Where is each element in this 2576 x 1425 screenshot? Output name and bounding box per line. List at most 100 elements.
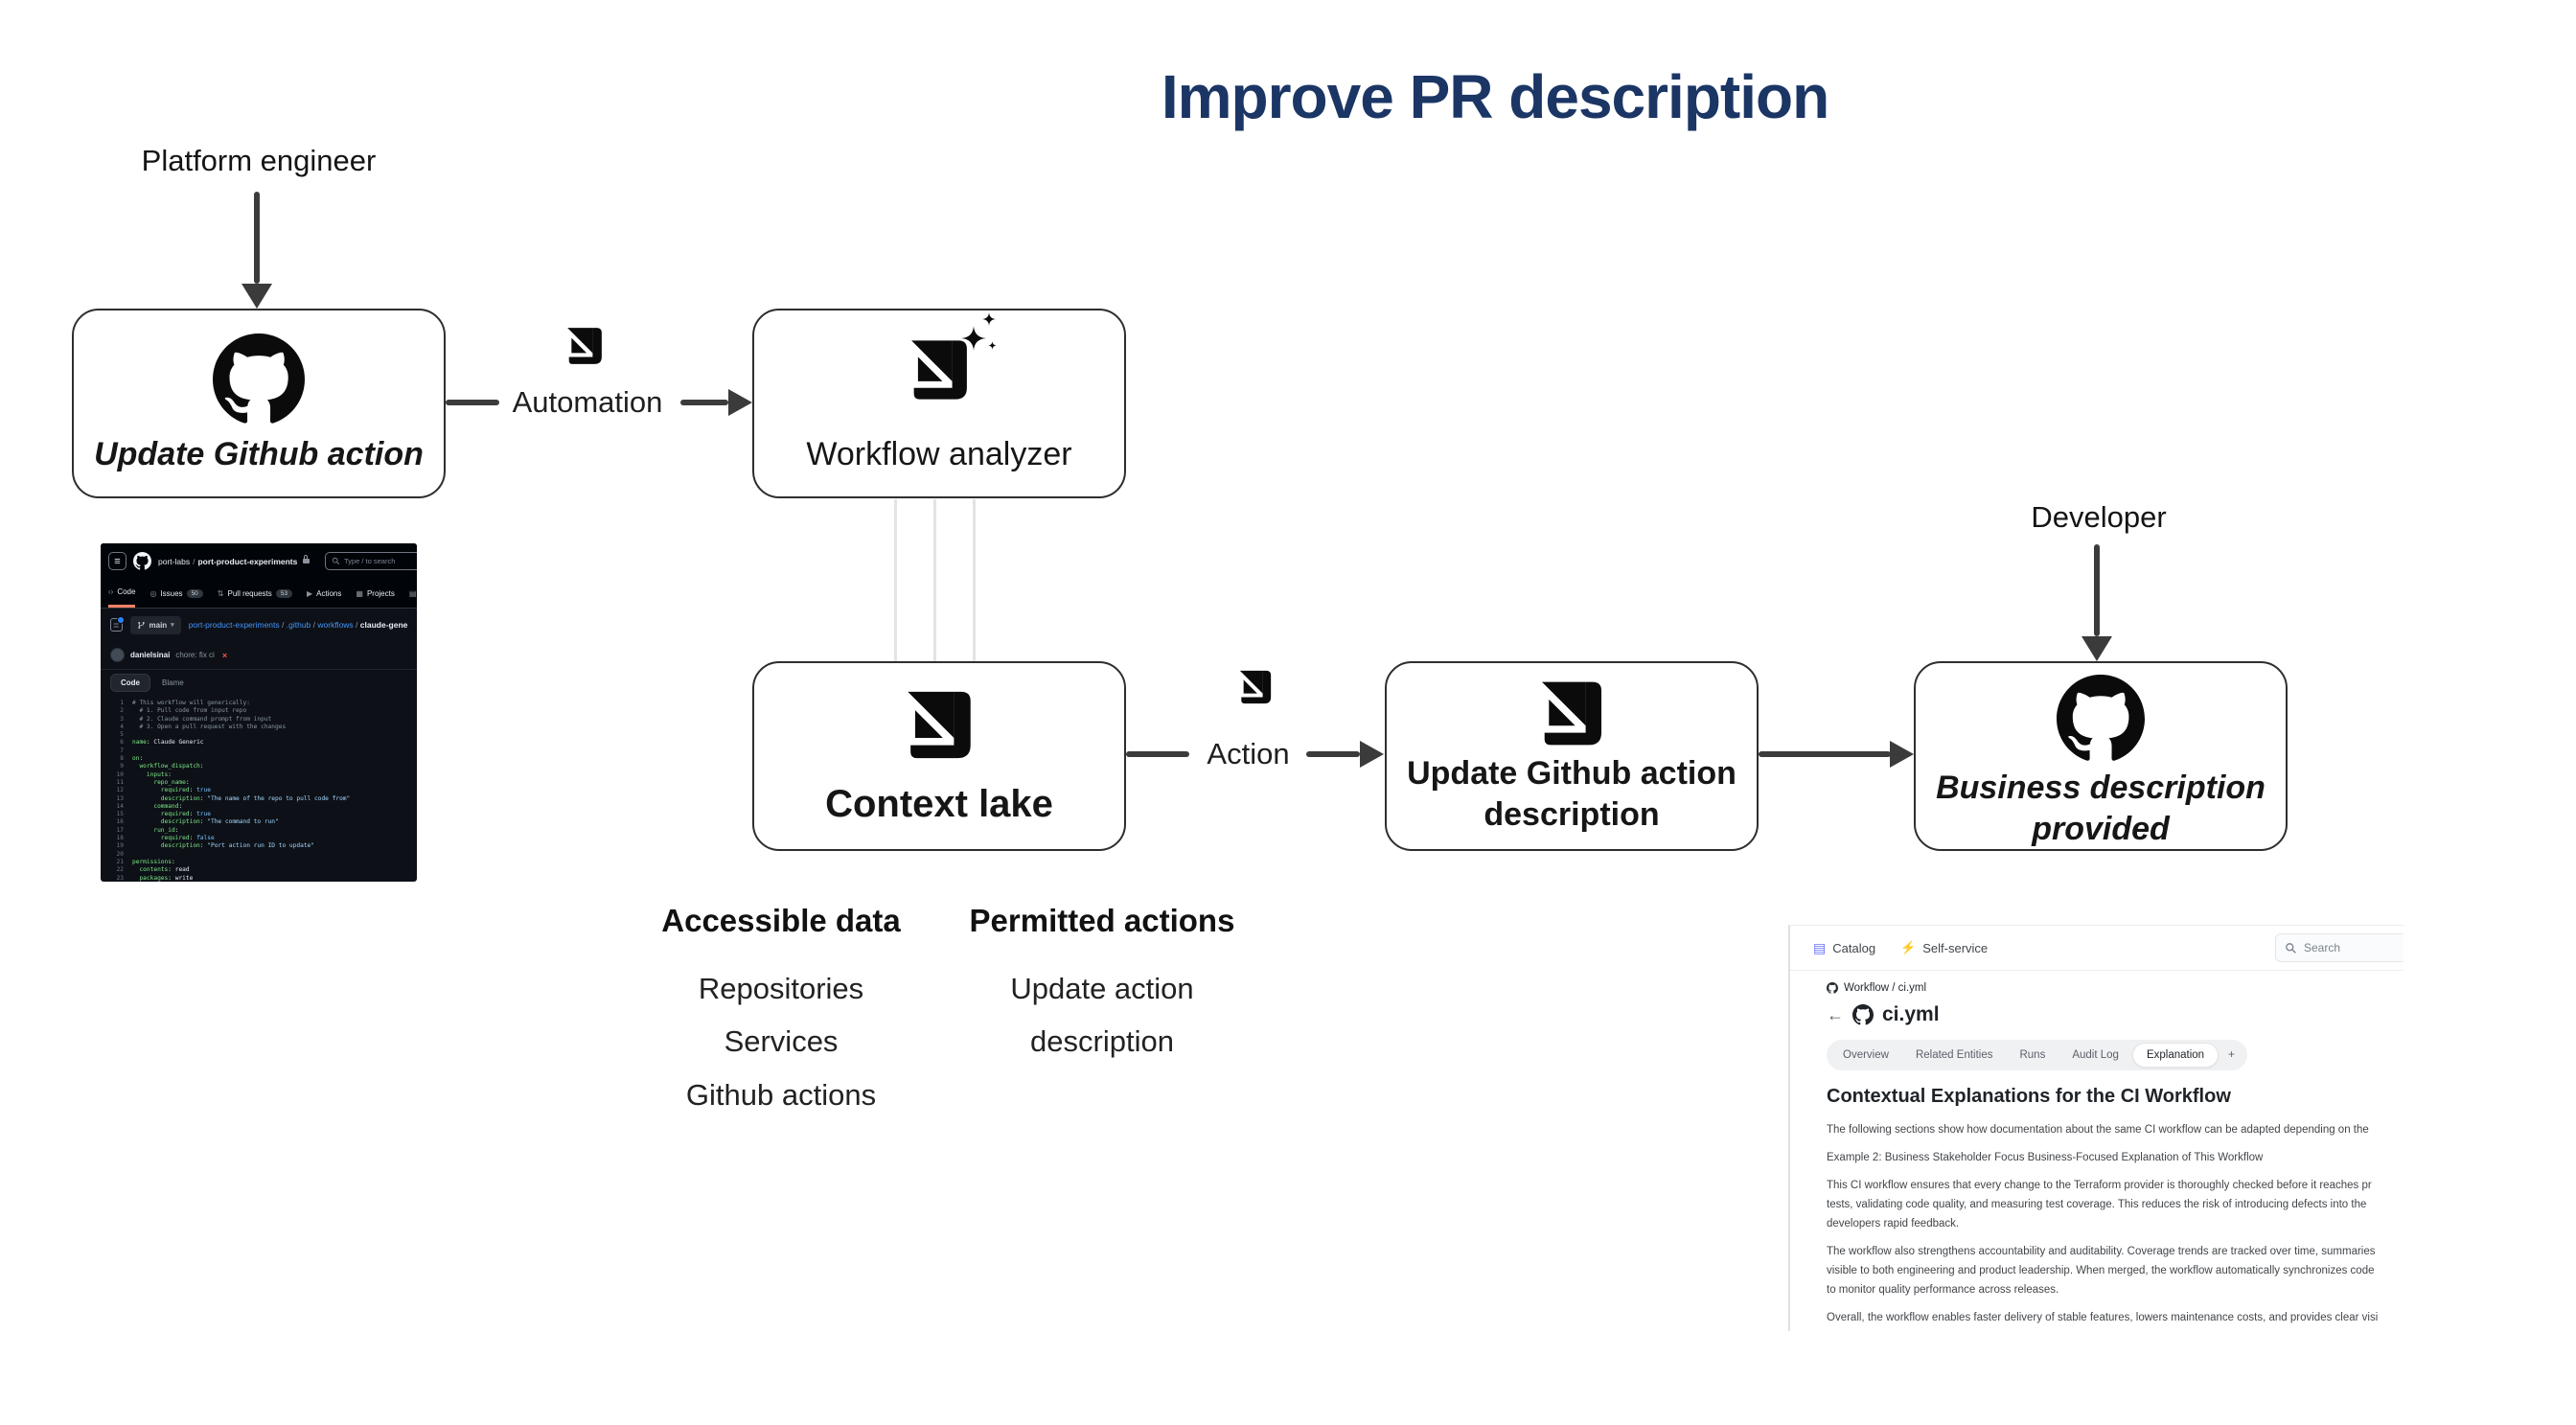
hamburger-menu-icon[interactable]: ≡ <box>108 552 126 570</box>
search-placeholder: Search <box>2304 941 2341 954</box>
code-line: 22 contents: read <box>101 866 417 874</box>
file-view-tab-blame[interactable]: Blame <box>162 678 184 687</box>
line-number: 21 <box>116 858 124 865</box>
entity-tabs: Overview Related Entities Runs Audit Log Exp… <box>1827 1040 2247 1070</box>
code-line: 9 workflow_dispatch: <box>101 763 417 770</box>
path-separator: / <box>310 620 318 630</box>
path-segment-link[interactable]: workflows <box>317 620 354 630</box>
repo-link[interactable]: port-product-experiments <box>197 556 298 566</box>
repo-tab-wiki[interactable]: ▤Wiki <box>409 579 417 608</box>
repo-tab-label: Pull requests <box>227 588 272 598</box>
column-heading: Accessible data <box>661 903 901 938</box>
line-number: 8 <box>120 755 124 763</box>
node-context-lake: Context lake <box>752 661 1126 851</box>
code-line: 13 description: "The name of the repo to… <box>101 795 417 803</box>
entity-breadcrumb-text: Workflow / ci.yml <box>1844 982 1927 994</box>
repo-tab-projects[interactable]: ▦Projects <box>356 579 394 608</box>
paragraph: This CI workflow ensures that every chan… <box>1827 1176 2404 1233</box>
repo-tab-actions[interactable]: ▶Actions <box>307 579 341 608</box>
line-number: 3 <box>120 715 124 723</box>
line-number: 12 <box>116 787 124 794</box>
arrow-platform-engineer-shaft <box>254 192 260 284</box>
port-logo-icon <box>1235 669 1276 710</box>
path-separator: / <box>353 620 360 630</box>
analyzer-lake-connector-1 <box>894 499 897 661</box>
line-number: 23 <box>116 874 124 882</box>
entity-title-row: ← ci.yml <box>1827 1003 2404 1026</box>
add-tab-button[interactable]: + <box>2228 1049 2235 1061</box>
entity-tab-related-entities[interactable]: Related Entities <box>1915 1049 1993 1061</box>
code-line-text: description: "Port action run ID to upda… <box>132 842 314 850</box>
code-line: 14 command: <box>101 803 417 811</box>
path-segment-link[interactable]: .github <box>286 620 311 630</box>
nav-self-service-label: Self-service <box>1922 940 1989 955</box>
code-line: 17 run_id: <box>101 827 417 835</box>
explanation-body: The following sections show how document… <box>1827 1120 2404 1327</box>
action-connector-stub <box>1126 751 1189 757</box>
nav-catalog[interactable]: ▤ Catalog <box>1813 940 1875 956</box>
path-segment-link[interactable]: port-product-experiments <box>188 620 280 630</box>
port-entity-page: Workflow / ci.yml ← ci.yml Overview Relat… <box>1790 971 2404 1327</box>
code-line-text: command: <box>132 802 183 810</box>
code-line-text: contents: read <box>132 866 190 874</box>
port-logo-icon <box>563 326 607 371</box>
search-icon <box>332 557 340 565</box>
github-search-input[interactable]: Type / to search <box>325 552 417 570</box>
entity-breadcrumb[interactable]: Workflow / ci.yml <box>1827 982 2404 994</box>
project-board-icon: ▦ <box>356 588 363 598</box>
branch-selector[interactable]: main ▾ <box>129 615 181 634</box>
nav-self-service[interactable]: ⚡ Self-service <box>1900 940 1988 955</box>
entity-tab-explanation[interactable]: Explanation <box>2131 1043 2220 1068</box>
line-number: 22 <box>116 866 124 874</box>
code-line-text: # 1. Pull code from input repo <box>132 707 247 715</box>
analyzer-lake-connector-3 <box>973 499 976 661</box>
org-link[interactable]: port-labs <box>158 556 191 566</box>
line-number: 6 <box>120 739 124 747</box>
lightning-icon: ⚡ <box>1900 940 1917 954</box>
line-number: 17 <box>116 826 124 834</box>
file-tree-toggle-icon[interactable]: ≣ <box>110 616 124 632</box>
code-line-text <box>132 731 136 739</box>
code-line: 23 packages: write <box>101 875 417 882</box>
code-line: 19 description: "Port action run ID to u… <box>101 842 417 850</box>
entity-tab-runs[interactable]: Runs <box>2019 1049 2046 1061</box>
ci-failed-icon[interactable]: × <box>221 650 228 660</box>
github-logo-icon[interactable] <box>133 552 151 570</box>
node-label: Context lake <box>825 782 1053 825</box>
issue-circle-icon: ◎ <box>150 588 157 598</box>
node-update-github-action-description: Update Github action description <box>1385 661 1759 851</box>
repo-tab-label: Actions <box>316 588 342 598</box>
entity-tab-audit-log[interactable]: Audit Log <box>2072 1049 2119 1061</box>
repo-tab-code[interactable]: ‹›Code <box>108 579 136 608</box>
automation-arrow-shaft <box>680 400 728 405</box>
latest-commit-row: danielsinai chore: fix ci × <box>101 641 417 670</box>
code-line-text: inputs: <box>132 770 172 778</box>
back-arrow-icon[interactable]: ← <box>1827 1004 1844 1024</box>
code-line: 2 # 1. Pull code from input repo <box>101 707 417 715</box>
node-label: Workflow analyzer <box>806 436 1072 473</box>
node-workflow-analyzer: Workflow analyzer <box>752 309 1126 498</box>
line-number: 11 <box>116 778 124 786</box>
code-line-text: run_id: <box>132 826 179 834</box>
avatar <box>110 648 125 662</box>
line-number: 1 <box>120 700 124 706</box>
paragraph-line: Example 2: Business Stakeholder Focus Bu… <box>1827 1152 2264 1163</box>
paragraph-line: to monitor quality performance across re… <box>1827 1284 2059 1296</box>
port-search-input[interactable]: Search <box>2275 933 2404 962</box>
code-line-text: name: Claude Generic <box>132 739 204 747</box>
code-line: 3 # 2. Claude command prompt from input <box>101 716 417 724</box>
commit-author[interactable]: danielsinai <box>130 651 171 659</box>
code-line-text: description: "The command to run" <box>132 818 279 826</box>
github-icon <box>213 333 305 430</box>
code-editor[interactable]: 1# This workflow will generically:2 # 1.… <box>101 696 417 882</box>
code-line-text: required: true <box>132 811 211 818</box>
commit-message[interactable]: chore: fix ci <box>175 651 215 659</box>
handoff-arrow-head <box>1890 741 1914 768</box>
entity-tab-overview[interactable]: Overview <box>1843 1049 1889 1061</box>
file-view-tab-code[interactable]: Code <box>110 674 150 692</box>
